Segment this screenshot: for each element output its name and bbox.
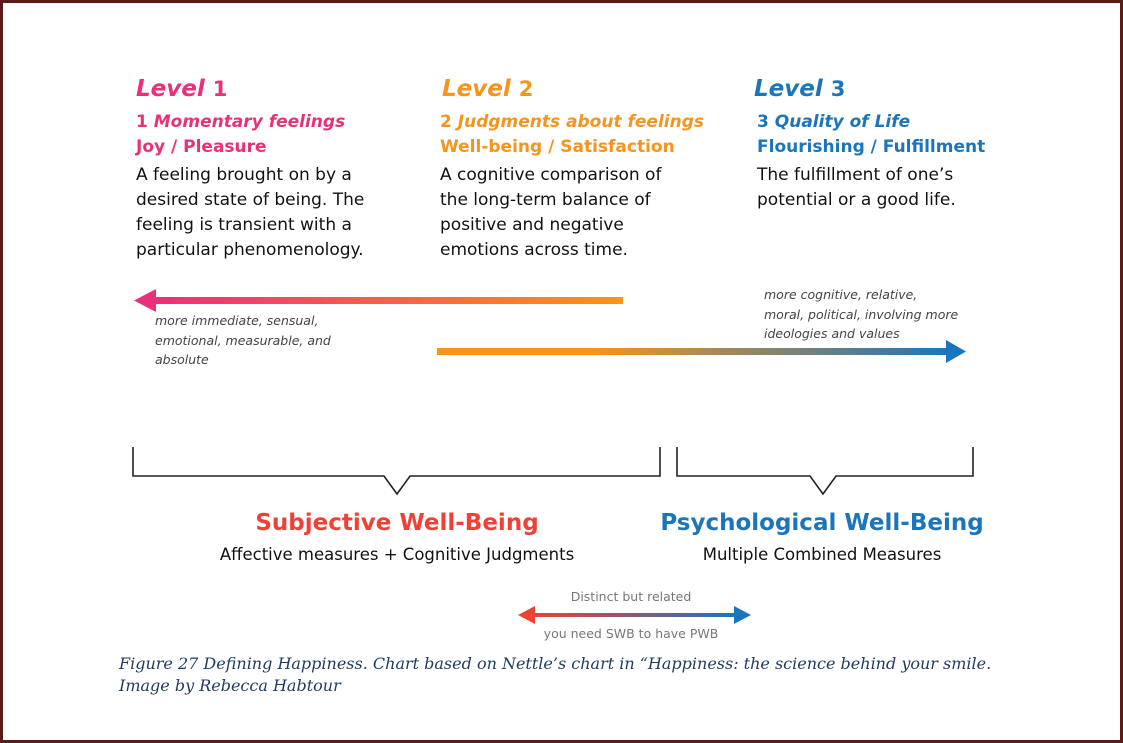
level-1-title: Level 1 xyxy=(136,76,228,102)
pwb-subtitle: Multiple Combined Measures xyxy=(702,545,942,564)
level-2-subtitle: 2 Judgments about feelings xyxy=(440,112,705,132)
pwb-title: Psychological Well-Being xyxy=(660,510,984,536)
relation-double-arrow xyxy=(518,606,751,624)
figure-caption: Figure 27 Defining Happiness. Chart base… xyxy=(119,654,992,695)
relation-bottom-label: you need SWB to have PWB xyxy=(543,626,719,641)
level-2-name: Well-being / Satisfaction xyxy=(440,137,675,157)
level-3-description: The fulfillment of one’s potential or a … xyxy=(757,165,956,210)
swb-title: Subjective Well-Being xyxy=(255,510,539,536)
level-3-name: Flourishing / Fulfillment xyxy=(757,137,986,157)
level-1-subtitle: 1 Momentary feelings xyxy=(136,112,346,132)
level-2-description: A cognitive comparison of the long-term … xyxy=(440,165,662,260)
left-arrow-note: more immediate, sensual, emotional, meas… xyxy=(155,313,331,367)
level-1-name: Joy / Pleasure xyxy=(136,137,267,157)
right-gradient-arrow xyxy=(437,340,966,363)
level-3-subtitle: 3 Quality of Life xyxy=(757,112,911,132)
left-gradient-arrow xyxy=(134,289,623,312)
relation-top-label: Distinct but related xyxy=(570,589,692,604)
level-2-title: Level 2 xyxy=(442,76,534,102)
right-arrow-note: more cognitive, relative, moral, politic… xyxy=(764,287,959,341)
swb-subtitle: Affective measures + Cognitive Judgments xyxy=(219,545,575,564)
level-1-description: A feeling brought on by a desired state … xyxy=(136,165,365,260)
pwb-bracket xyxy=(676,447,974,496)
swb-bracket xyxy=(132,447,661,496)
level-3-title: Level 3 xyxy=(754,76,846,102)
